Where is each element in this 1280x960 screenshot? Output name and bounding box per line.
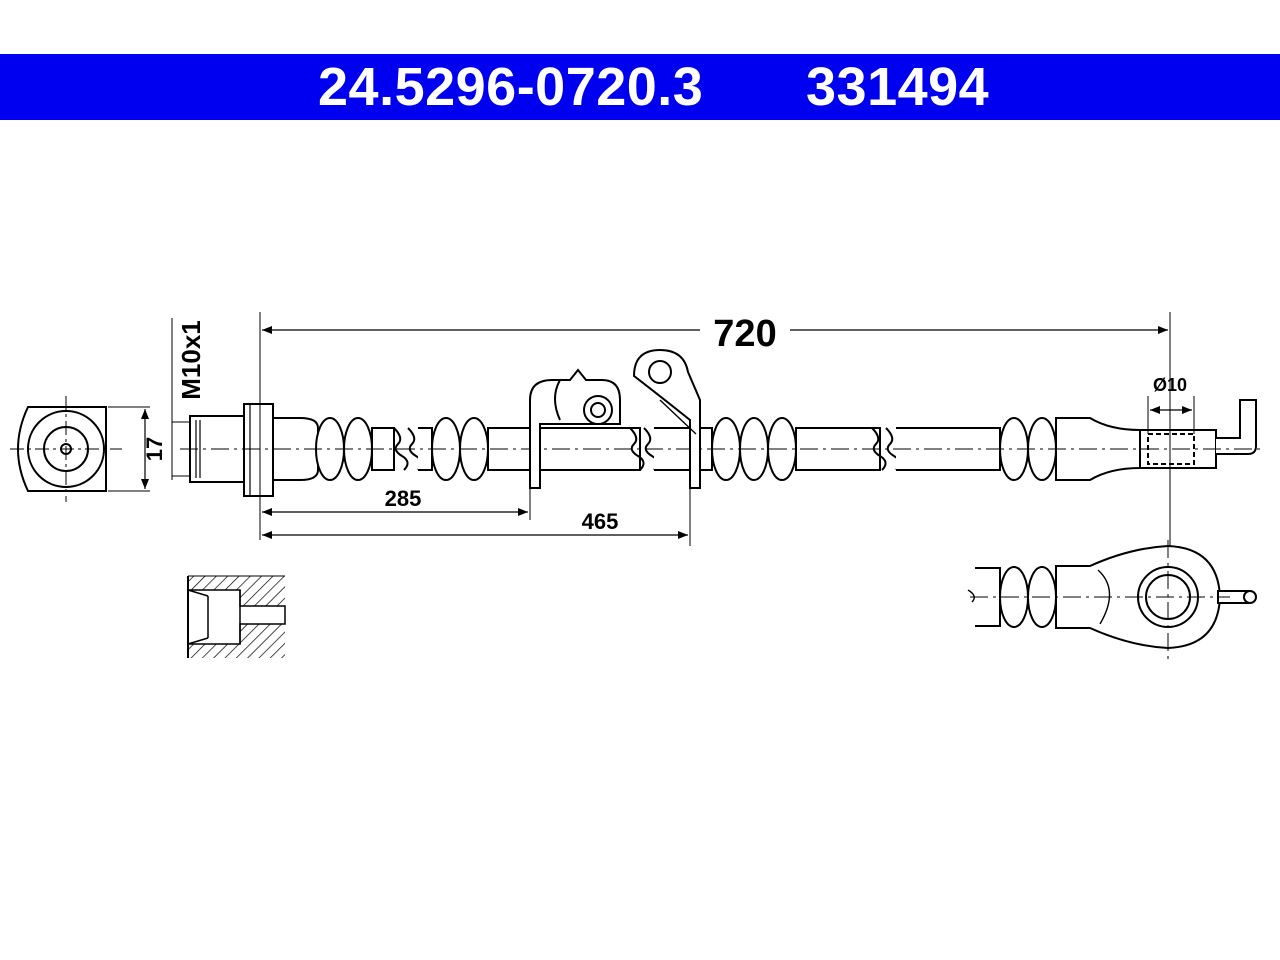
title-bar: 24.5296-0720.3 331494 [0, 54, 1280, 120]
reference-number: 331494 [806, 57, 990, 117]
clip-1-dimension [262, 488, 531, 520]
clip-2-dimension [262, 488, 691, 546]
clip-2 [632, 348, 701, 489]
hex-size-dim: 17 [142, 437, 167, 461]
total-length-dimension [259, 312, 1171, 560]
part-number: 24.5296-0720.3 [318, 57, 704, 117]
total-length-label: 720 [713, 313, 776, 355]
eye-diameter-label: Ø10 [1153, 375, 1187, 395]
clip-2-distance-label: 465 [582, 509, 619, 534]
thread-section-view [187, 575, 286, 658]
clip-1-distance-label: 285 [385, 486, 422, 511]
thread-dimension [171, 318, 190, 480]
clip-1 [529, 368, 621, 489]
eye-diameter-dimension [1147, 396, 1195, 434]
hose-side-view [189, 399, 1257, 497]
fitting-end-view [10, 396, 150, 502]
thread-label: M10x1 [176, 320, 206, 400]
